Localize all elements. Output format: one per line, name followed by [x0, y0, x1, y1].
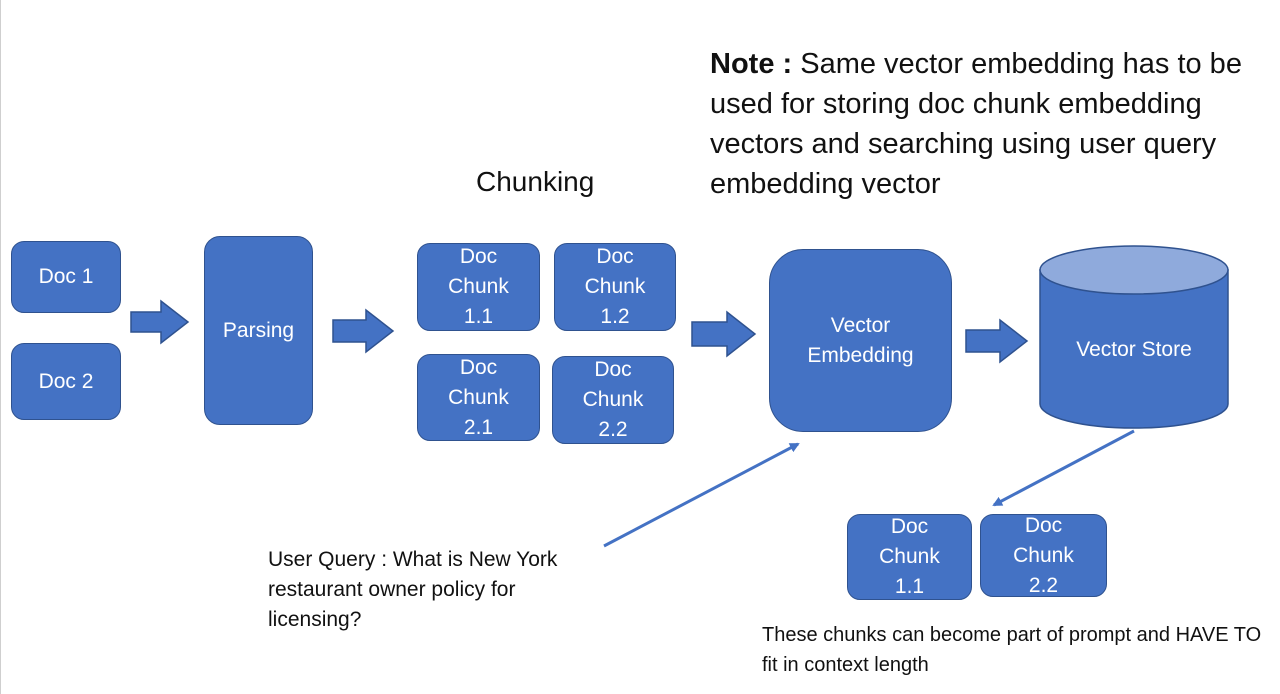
chunk-1-2-box: Doc Chunk 1.2 [554, 243, 676, 331]
vector-embedding-box: Vector Embedding [769, 249, 952, 432]
arrow-query-to-embedding [603, 442, 800, 548]
parsing-box: Parsing [204, 236, 313, 425]
result-chunk-1-1-box: Doc Chunk 1.1 [847, 514, 972, 600]
left-edge-rule [0, 0, 1, 694]
doc-1-box: Doc 1 [11, 241, 121, 313]
doc-2-box: Doc 2 [11, 343, 121, 420]
user-query-text: User Query : What is New York restaurant… [268, 548, 558, 631]
chunk-1-1-box: Doc Chunk 1.1 [417, 243, 540, 331]
chunk-1-2-label: Doc Chunk 1.2 [584, 245, 646, 328]
result-chunk-1-1-label: Doc Chunk 1.1 [879, 515, 940, 598]
arrow-parsing-to-chunks [332, 308, 395, 354]
chunk-2-2-label: Doc Chunk 2.2 [582, 358, 644, 441]
chunk-1-1-label: Doc Chunk 1.1 [448, 245, 509, 328]
result-chunk-2-2-label: Doc Chunk 2.2 [1013, 513, 1074, 597]
parsing-label: Parsing [222, 318, 295, 342]
arrow-store-to-results [992, 429, 1135, 507]
note-text: Note : Same vector embedding has to be u… [710, 44, 1280, 204]
context-length-note: These chunks can become part of prompt a… [762, 624, 1262, 676]
note-body: Same vector embedding has to be used for… [710, 48, 1242, 200]
result-chunk-2-2-box: Doc Chunk 2.2 [980, 514, 1107, 597]
note-bold-label: Note : [710, 48, 793, 80]
chunk-2-1-box: Doc Chunk 2.1 [417, 354, 540, 441]
chunking-title: Chunking [476, 166, 595, 197]
vector-store-label: Vector Store [1076, 338, 1192, 361]
arrow-docs-to-parsing [130, 299, 190, 345]
doc-2-label: Doc 2 [38, 369, 94, 393]
chunk-2-2-box: Doc Chunk 2.2 [552, 356, 674, 444]
vector-embedding-label: Vector Embedding [807, 313, 914, 367]
arrow-chunks-to-embedding [691, 310, 757, 358]
chunk-2-1-label: Doc Chunk 2.1 [448, 355, 509, 439]
doc-1-label: Doc 1 [38, 265, 94, 288]
arrow-embedding-to-store [965, 318, 1029, 364]
vector-store-cylinder [1039, 245, 1229, 429]
